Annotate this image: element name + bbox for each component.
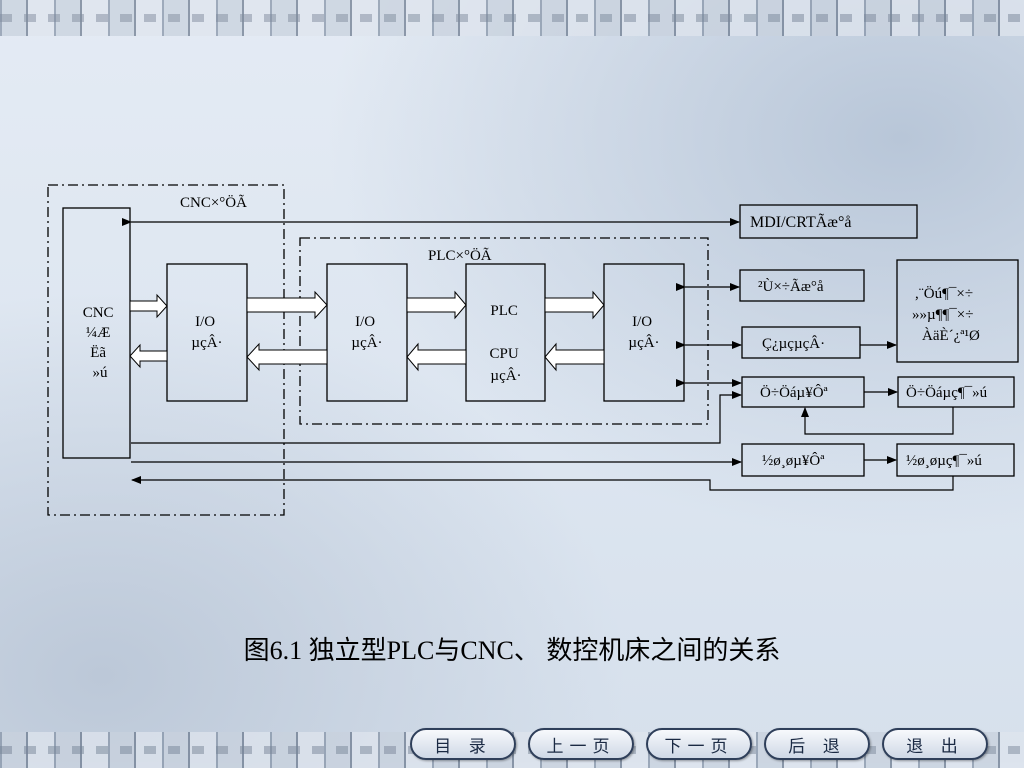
io-circuit-mid-label: I/O µçÂ· xyxy=(351,314,382,351)
cnc-section-boundary xyxy=(47,184,285,516)
navigation-bar: 目 录 上一页 下一页 后 退 退 出 xyxy=(410,728,988,764)
feed-motor-box xyxy=(896,443,1015,477)
cnc-section-label: CNC×°ÖÃ xyxy=(180,194,247,211)
cnc-system-box xyxy=(62,207,131,459)
hollow-arrow-cpu-to-io xyxy=(406,342,467,372)
cnc-system-label: CNC ¼Æ Ëã »ú xyxy=(83,305,118,381)
hollow-arrow-io-right-to-cpu xyxy=(544,342,605,372)
spindle-unit-label: Ö÷Öáµ¥Ôª xyxy=(760,384,829,401)
plc-cpu-box xyxy=(465,263,546,402)
spindle-motor-label: Ö÷Öáµç¶¯»ú xyxy=(906,384,988,401)
previous-page-button[interactable]: 上一页 xyxy=(528,728,634,760)
io-circuit-left-box xyxy=(166,263,248,402)
hollow-arrow-cpu-to-io-right xyxy=(544,290,605,320)
feed-unit-label: ½ø¸øµ¥Ôª xyxy=(762,452,825,469)
operation-panel-box xyxy=(739,269,865,302)
machine-devices-box xyxy=(896,259,1019,363)
hollow-arrow-io-to-cpu xyxy=(406,290,467,320)
operation-panel-label: ²Ù×÷Ãæ°å xyxy=(758,278,824,295)
spindle-motor-box xyxy=(897,376,1015,408)
strong-circuit-box xyxy=(741,326,861,359)
machine-devices-label: ,¨Öú¶¯×÷ »»µ¶¶¯×÷ ÀäÈ´¿ª¹Ø xyxy=(912,285,980,344)
plc-cpu-label: PLC CPU µçÂ· xyxy=(490,303,523,384)
hollow-arrow-plc-io-to-io xyxy=(246,342,328,372)
top-decorative-border xyxy=(0,0,1024,36)
io-circuit-mid-box xyxy=(326,263,408,402)
next-page-button[interactable]: 下一页 xyxy=(646,728,752,760)
mdi-crt-panel-label: MDI/CRTÃæ°å xyxy=(750,213,851,231)
hollow-arrow-io-to-plc-io xyxy=(246,290,328,320)
strong-circuit-label: Ç¿µçµçÂ· xyxy=(762,335,825,352)
contents-button[interactable]: 目 录 xyxy=(410,728,516,760)
plc-section-label: PLC×°ÖÃ xyxy=(428,247,492,264)
exit-button[interactable]: 退 出 xyxy=(882,728,988,760)
figure-caption: 图6.1 独立型PLC与CNC、 数控机床之间的关系 xyxy=(243,636,781,665)
connection-lines xyxy=(122,218,954,491)
io-circuit-right-label: I/O µçÂ· xyxy=(628,314,659,351)
mdi-crt-panel-box xyxy=(739,204,918,239)
io-circuit-left-label: I/O µçÂ· xyxy=(191,314,222,351)
hollow-arrow-cnc-to-io xyxy=(129,293,168,319)
feed-motor-label: ½ø¸øµç¶¯»ú xyxy=(906,453,982,469)
hollow-arrow-io-to-cnc xyxy=(129,343,168,369)
io-circuit-right-box xyxy=(603,263,685,402)
plc-section-boundary xyxy=(299,237,709,425)
back-button[interactable]: 后 退 xyxy=(764,728,870,760)
